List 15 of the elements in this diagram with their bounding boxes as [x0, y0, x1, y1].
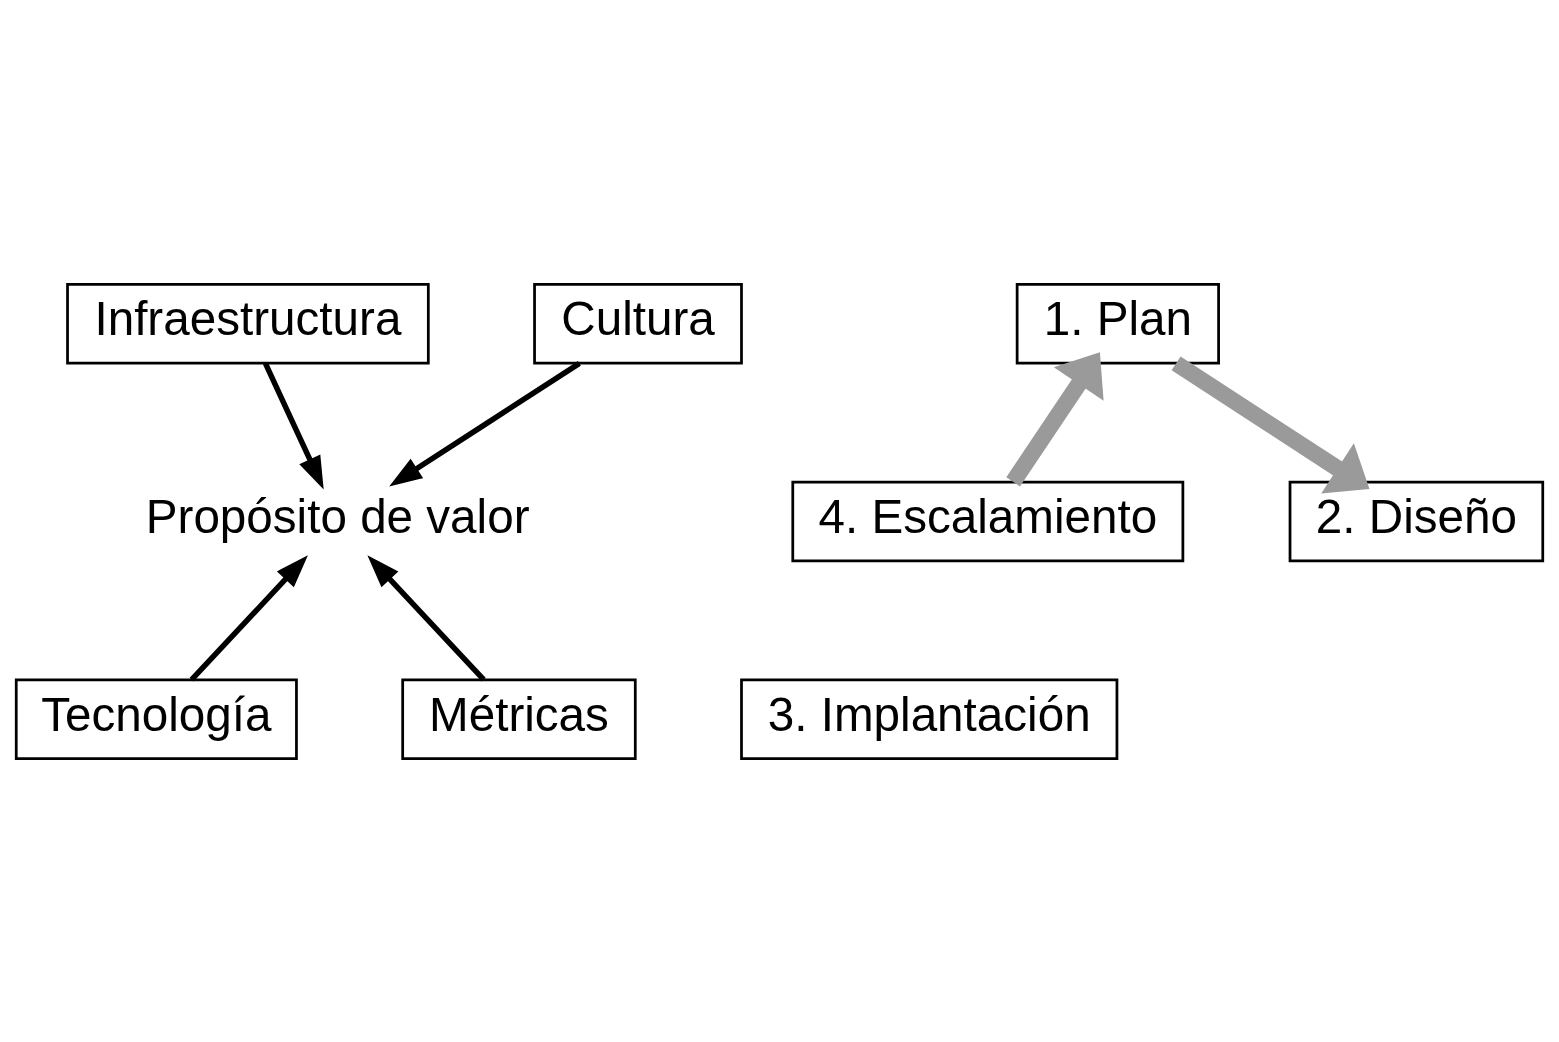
node-box: 1. Plan [1015, 282, 1220, 364]
arrow [189, 554, 308, 682]
node-box: 2. Diseño [1288, 480, 1545, 562]
arrow [389, 360, 581, 486]
node-box: Métricas [401, 678, 637, 760]
node-box: 3. Implantación [740, 678, 1119, 760]
node-box: Tecnología [14, 678, 298, 760]
arrow [1171, 356, 1370, 493]
node-box: Cultura [533, 282, 743, 364]
arrow [262, 361, 324, 489]
node-box: 4. Escalamiento [791, 480, 1185, 562]
node-text: Propósito de valor [145, 489, 530, 543]
arrow [367, 554, 486, 682]
arrow [1006, 351, 1104, 486]
node-box: Infraestructura [66, 282, 430, 364]
